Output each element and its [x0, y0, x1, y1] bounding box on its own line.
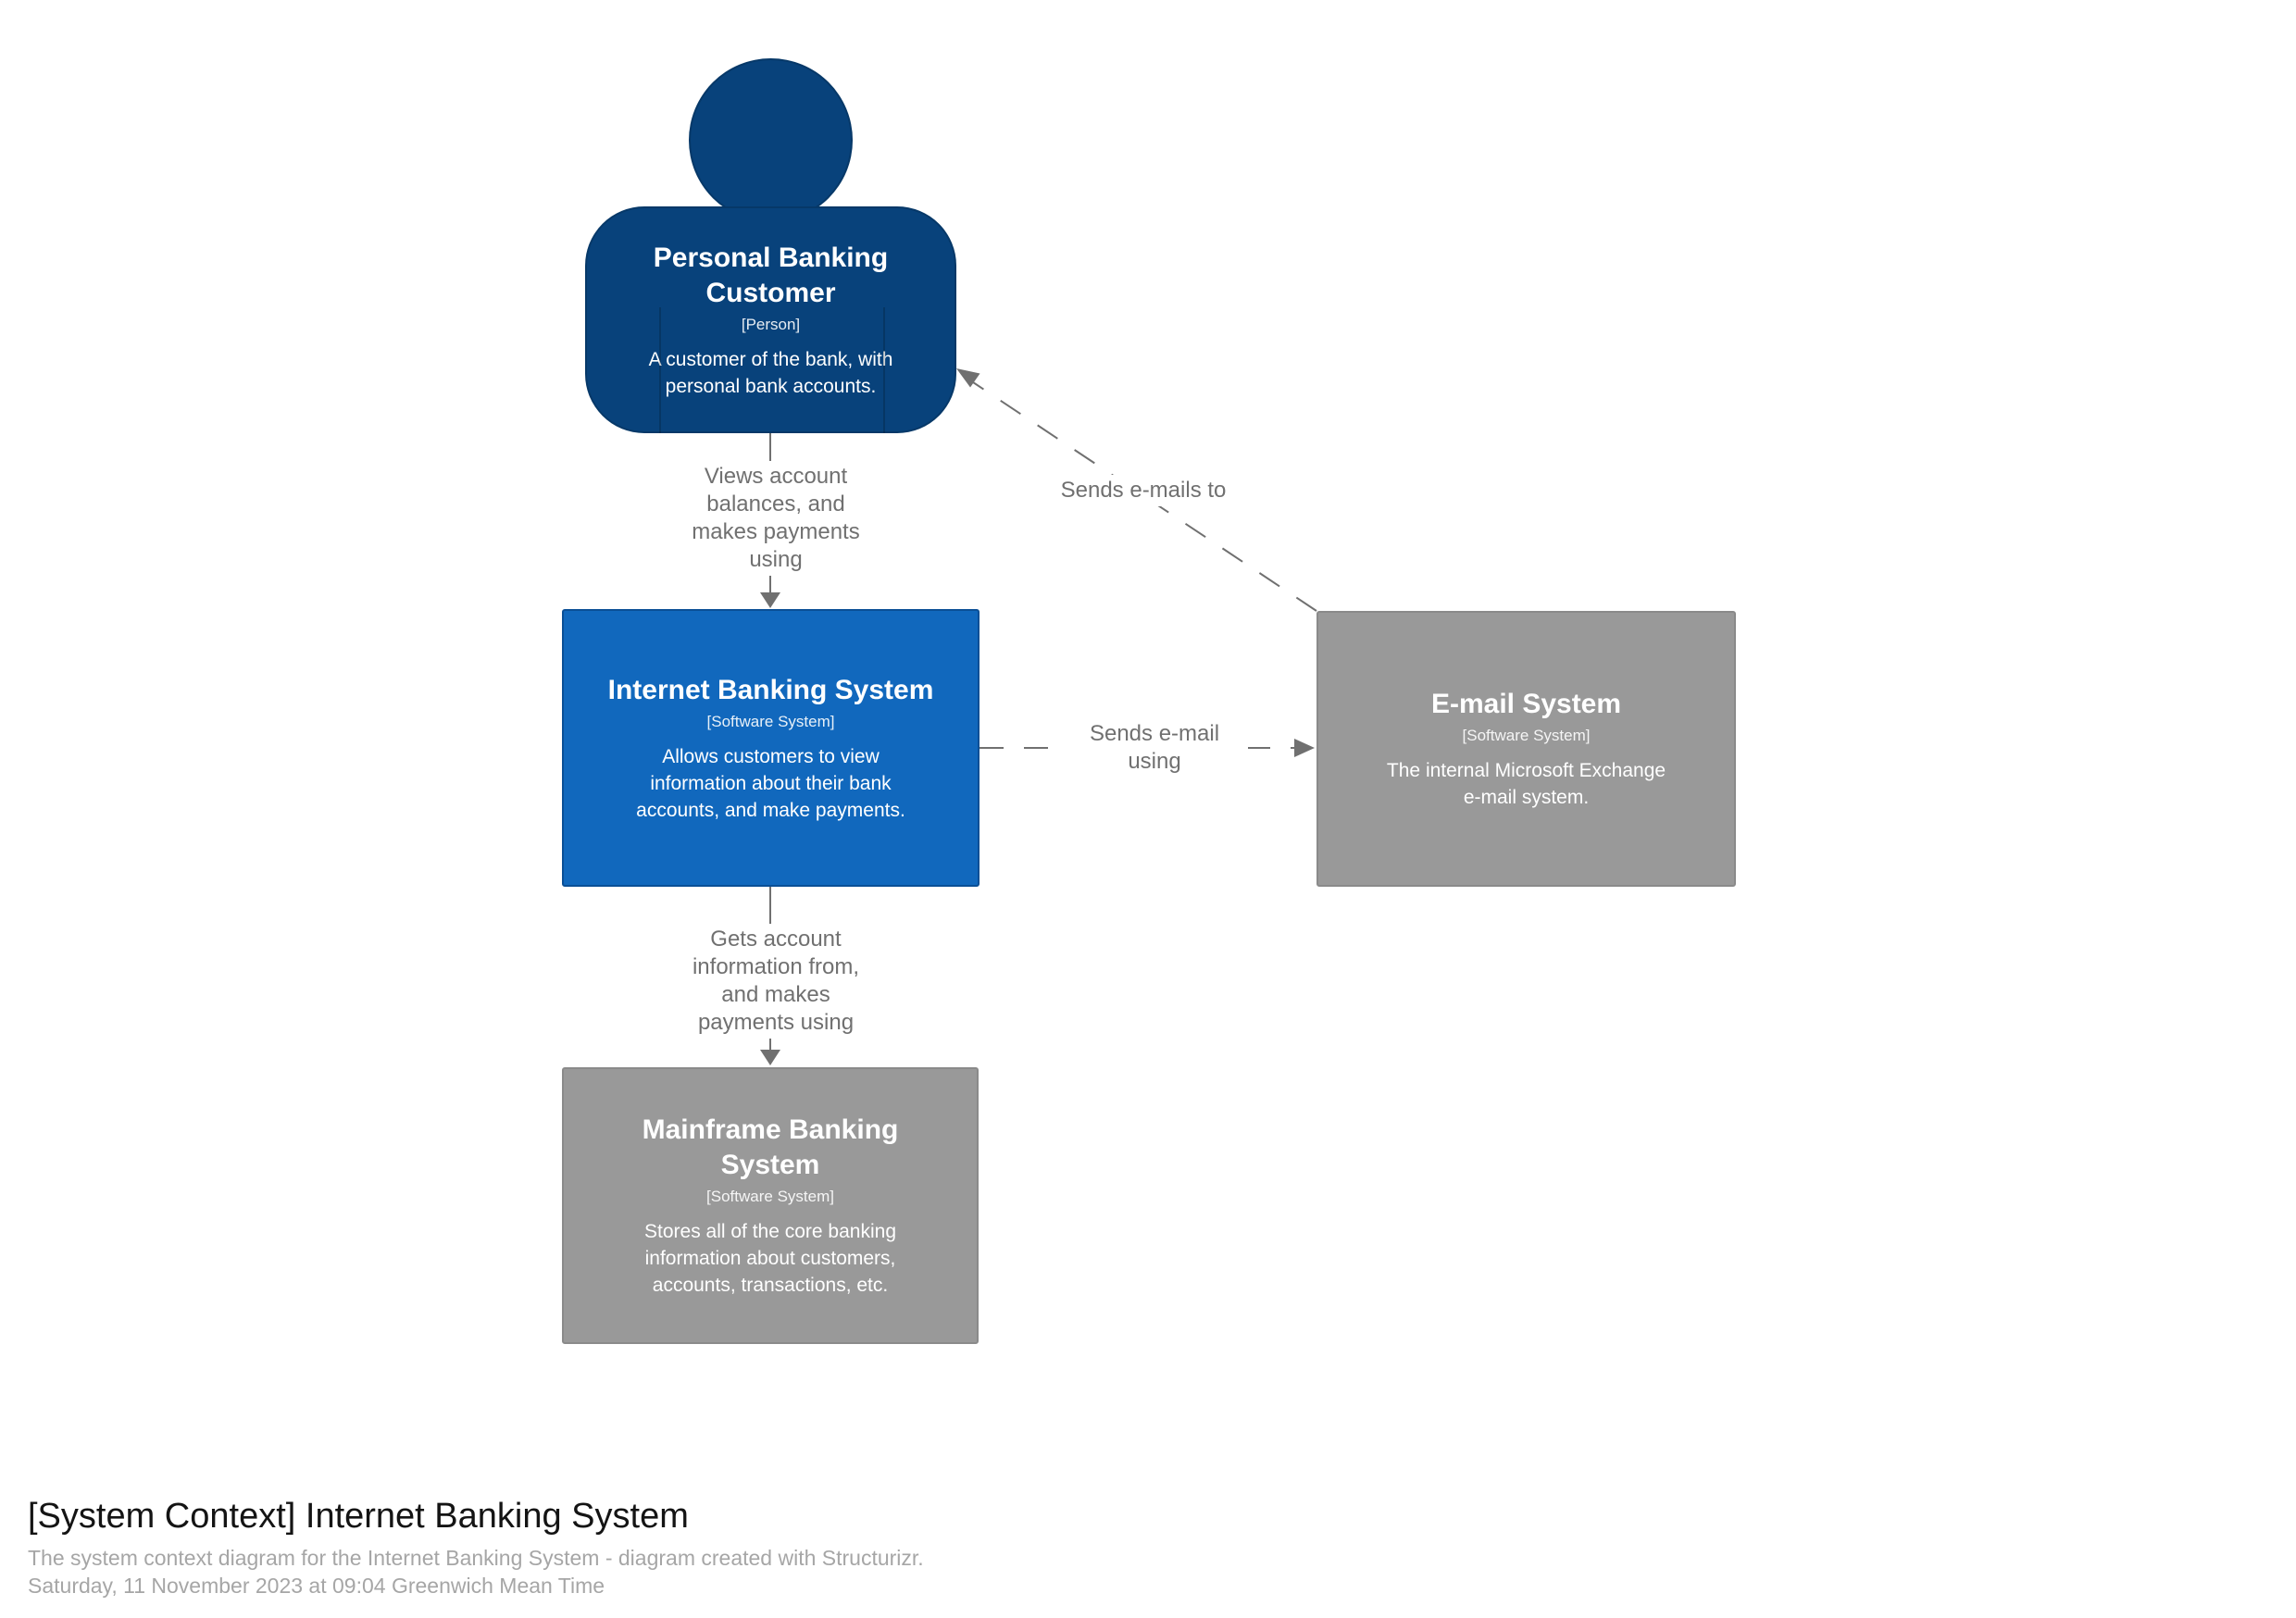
node-title: Internet Banking System [607, 674, 934, 705]
arrowhead-icon [1294, 739, 1315, 757]
node-mainframe-banking-system[interactable]: Mainframe Banking System [Software Syste… [562, 1067, 979, 1344]
arrowhead-icon [956, 368, 980, 388]
node-title: E-mail System [1430, 689, 1622, 719]
relationship-label-views-account: Views account balances, and makes paymen… [650, 461, 902, 576]
node-title: Mainframe Banking System [642, 1114, 899, 1180]
node-title: Personal Banking Customer [653, 242, 889, 308]
node-type-label: [Person] [741, 315, 801, 333]
relationship-email-to-customer [956, 368, 1317, 612]
node-description: Allows customers to view information abo… [636, 745, 905, 821]
relationship-label-sends-emails-to: Sends e-mails to [1040, 475, 1247, 506]
node-email-system[interactable]: E-mail System [Software System] The inte… [1316, 611, 1736, 887]
page-title: [System Context] Internet Banking System [28, 1497, 689, 1536]
relationship-label-sends-email-using: Sends e-mail using [1061, 718, 1248, 778]
diagram-title-block: [System Context] Internet Banking System… [28, 1494, 924, 1599]
person-arm-divider [883, 307, 885, 433]
node-type-label: [Software System] [706, 712, 835, 730]
node-description: Stores all of the core banking informati… [644, 1221, 896, 1296]
page-subtitle: The system context diagram for the Inter… [28, 1546, 924, 1570]
person-arm-divider [659, 307, 661, 433]
relationship-label-gets-account-info: Gets account information from, and makes… [650, 924, 902, 1039]
node-internet-banking-system[interactable]: Internet Banking System [Software System… [562, 609, 980, 887]
page-timestamp: Saturday, 11 November 2023 at 09:04 Gree… [28, 1574, 605, 1598]
arrowhead-icon [760, 1050, 780, 1065]
person-head-icon [689, 58, 853, 222]
arrowhead-icon [760, 592, 780, 608]
node-description: A customer of the bank, with personal ba… [648, 348, 893, 397]
node-description: The internal Microsoft Exchange e-mail s… [1386, 760, 1666, 808]
node-type-label: [Software System] [1462, 727, 1591, 744]
node-personal-banking-customer[interactable]: Personal Banking Customer [Person] A cus… [585, 206, 956, 433]
relationship-internet-banking-to-email [980, 739, 1315, 757]
node-type-label: [Software System] [706, 1188, 834, 1205]
